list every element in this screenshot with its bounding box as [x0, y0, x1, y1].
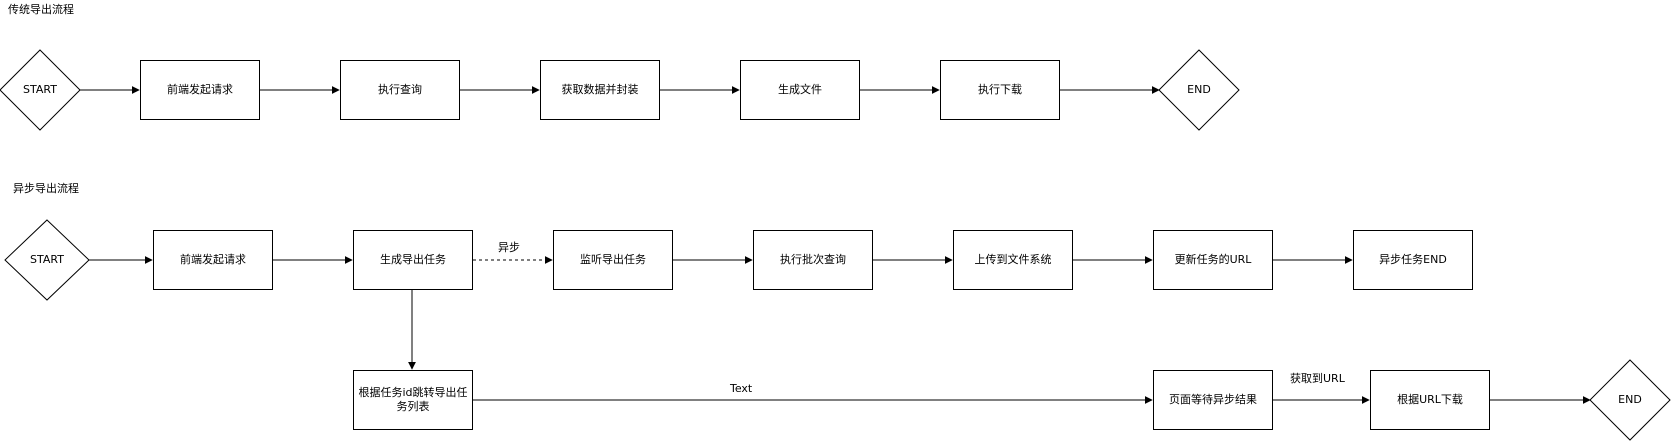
- row2-update-url-box: 更新任务的URL: [1153, 230, 1273, 290]
- row3-download-by-url-box: 根据URL下载: [1370, 370, 1490, 430]
- row1-download-box: 执行下载: [940, 60, 1060, 120]
- edge-label-async: 异步: [498, 241, 520, 254]
- row1-end-diamond: [1158, 49, 1240, 131]
- row1-start-diamond: [0, 49, 81, 131]
- row1-fetch-box: 获取数据并封装: [540, 60, 660, 120]
- row3-jump-list-box: 根据任务id跳转导出任务列表: [353, 370, 473, 430]
- row3-wait-box: 页面等待异步结果: [1153, 370, 1273, 430]
- row2-request-box: 前端发起请求: [153, 230, 273, 290]
- row2-upload-box: 上传到文件系统: [953, 230, 1073, 290]
- row2-start-diamond: [4, 219, 90, 301]
- traditional-flow-title: 传统导出流程: [8, 3, 74, 16]
- row2-async-end-box: 异步任务END: [1353, 230, 1473, 290]
- row1-generate-box: 生成文件: [740, 60, 860, 120]
- row1-query-box: 执行查询: [340, 60, 460, 120]
- row1-request-box: 前端发起请求: [140, 60, 260, 120]
- row3-end-diamond: [1589, 359, 1671, 441]
- edge-label-text: Text: [730, 382, 753, 395]
- row2-listen-box: 监听导出任务: [553, 230, 673, 290]
- row2-create-task-box: 生成导出任务: [353, 230, 473, 290]
- row2-batch-query-box: 执行批次查询: [753, 230, 873, 290]
- async-flow-title: 异步导出流程: [13, 182, 79, 195]
- edge-label-got-url: 获取到URL: [1290, 372, 1345, 385]
